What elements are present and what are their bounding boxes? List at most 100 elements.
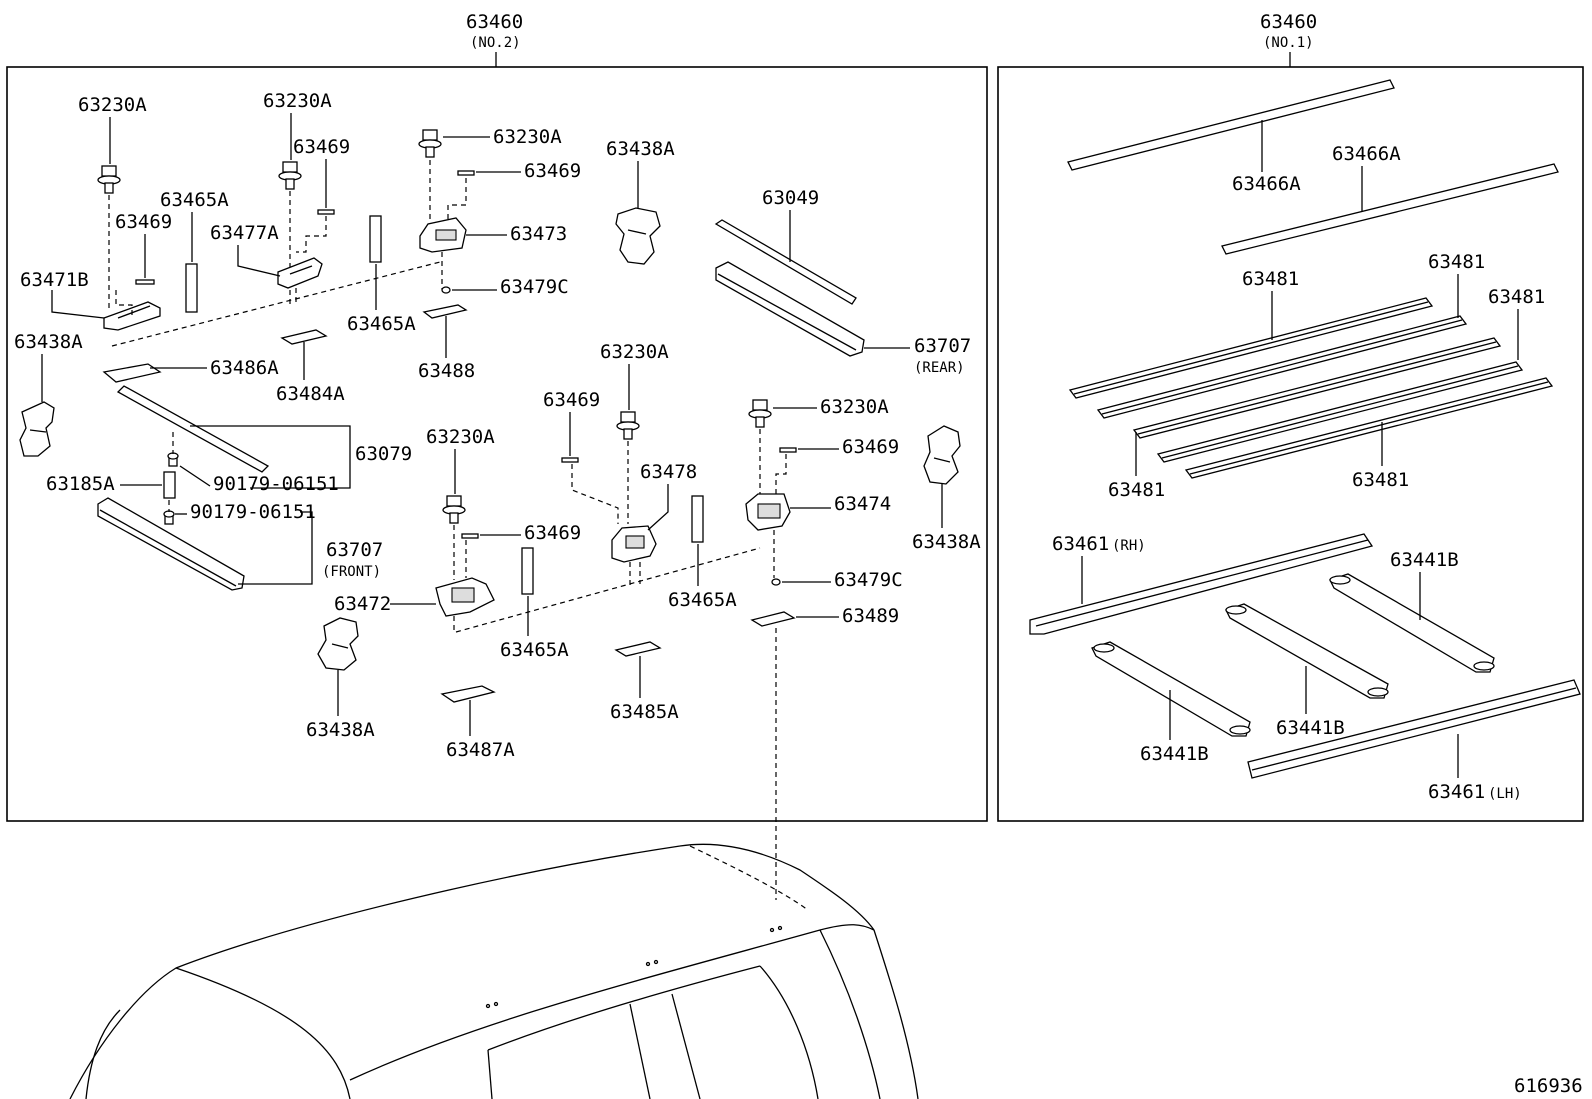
bracket-63478-icon bbox=[611, 525, 657, 563]
label-63472: 63472 bbox=[334, 593, 391, 615]
bolt-icon bbox=[418, 129, 442, 158]
connector-63438a-icon bbox=[923, 425, 961, 485]
bolt-icon bbox=[442, 495, 466, 524]
label-63707-front: 63707 bbox=[326, 539, 383, 561]
label-63488: 63488 bbox=[418, 360, 475, 382]
crossmember-63441b-icon bbox=[1225, 603, 1389, 699]
channel-63481-icon bbox=[1096, 315, 1468, 419]
label-63484a: 63484A bbox=[276, 383, 345, 405]
label-63466a: 63466A bbox=[1332, 143, 1401, 165]
label-63479c: 63479C bbox=[834, 569, 903, 591]
label-63461-lh: 63461 bbox=[1428, 781, 1485, 803]
frame-no2 bbox=[6, 66, 988, 822]
header-right-title: 63460 bbox=[1260, 11, 1317, 33]
clip-63469-icon bbox=[461, 533, 479, 539]
label-63486a: 63486A bbox=[210, 357, 279, 379]
side-rail-63461-rh-icon bbox=[1029, 533, 1374, 635]
pad-63484a-icon bbox=[280, 329, 328, 345]
pad-63485a-icon bbox=[614, 641, 662, 657]
label-63466a: 63466A bbox=[1232, 173, 1301, 195]
header-right-sub: (NO.1) bbox=[1263, 35, 1314, 51]
channel-63481-icon bbox=[1132, 337, 1502, 439]
label-63469: 63469 bbox=[524, 160, 581, 182]
label-63465a: 63465A bbox=[347, 313, 416, 335]
crossmember-63441b-icon bbox=[1091, 641, 1251, 737]
pad-63488-icon bbox=[422, 304, 468, 319]
label-63438a: 63438A bbox=[306, 719, 375, 741]
label-63465a: 63465A bbox=[160, 189, 229, 211]
pad-63487a-icon bbox=[440, 685, 496, 703]
label-rh: (RH) bbox=[1112, 538, 1146, 554]
label-lh: (LH) bbox=[1488, 786, 1522, 802]
label-90179: 90179-06151 bbox=[190, 501, 316, 523]
label-63049: 63049 bbox=[762, 187, 819, 209]
channel-63481-icon bbox=[1156, 361, 1524, 463]
label-63469: 63469 bbox=[115, 211, 172, 233]
label-63477a: 63477A bbox=[210, 222, 279, 244]
label-63441b: 63441B bbox=[1390, 549, 1459, 571]
label-63485a: 63485A bbox=[610, 701, 679, 723]
bracket-63185a-icon bbox=[163, 471, 176, 499]
bolt-icon bbox=[278, 161, 302, 190]
clip-63469-icon bbox=[317, 209, 335, 215]
label-63469: 63469 bbox=[842, 436, 899, 458]
clip-90179-icon bbox=[167, 452, 179, 467]
label-63707-rear: 63707 bbox=[914, 335, 971, 357]
label-63438a: 63438A bbox=[14, 331, 83, 353]
label-63438a: 63438A bbox=[606, 138, 675, 160]
label-rear: (REAR) bbox=[914, 360, 965, 376]
label-63479c: 63479C bbox=[500, 276, 569, 298]
bolt-icon bbox=[748, 399, 772, 428]
label-63441b: 63441B bbox=[1276, 717, 1345, 739]
label-63441b: 63441B bbox=[1140, 743, 1209, 765]
label-63481: 63481 bbox=[1428, 251, 1485, 273]
header-left-sub: (NO.2) bbox=[470, 35, 521, 51]
grommet-63479c-icon bbox=[771, 578, 781, 586]
label-63079: 63079 bbox=[355, 443, 412, 465]
clip-63469-icon bbox=[779, 447, 797, 453]
label-63481: 63481 bbox=[1488, 286, 1545, 308]
bracket-63474-icon bbox=[745, 493, 791, 531]
label-63230a: 63230A bbox=[493, 126, 562, 148]
clip-90179-icon bbox=[163, 510, 175, 525]
grommet-63479c-icon bbox=[441, 286, 451, 294]
strip-63465a-icon bbox=[369, 215, 382, 263]
label-63465a: 63465A bbox=[500, 639, 569, 661]
connector-63438a-icon bbox=[615, 207, 661, 265]
rail-63707-front-icon bbox=[97, 497, 245, 591]
strip-63466a-icon bbox=[1221, 163, 1559, 255]
clip-63469-icon bbox=[561, 457, 579, 463]
clip-63469-icon bbox=[457, 170, 475, 176]
strip-63465a-icon bbox=[521, 547, 534, 595]
label-front: (FRONT) bbox=[322, 564, 381, 580]
label-63230a: 63230A bbox=[78, 94, 147, 116]
bolt-icon bbox=[616, 411, 640, 440]
label-63461-rh: 63461 bbox=[1052, 533, 1109, 555]
label-63469: 63469 bbox=[543, 389, 600, 411]
strip-63079-icon bbox=[116, 385, 270, 473]
label-63481: 63481 bbox=[1242, 268, 1299, 290]
label-63230a: 63230A bbox=[263, 90, 332, 112]
label-63481: 63481 bbox=[1352, 469, 1409, 491]
strip-63049-icon bbox=[714, 219, 857, 305]
label-63469: 63469 bbox=[293, 136, 350, 158]
label-63474: 63474 bbox=[834, 493, 891, 515]
side-rail-63461-lh-icon bbox=[1247, 679, 1581, 779]
label-63489: 63489 bbox=[842, 605, 899, 627]
channel-63481-icon bbox=[1068, 297, 1434, 399]
header-left-title: 63460 bbox=[466, 11, 523, 33]
label-63481: 63481 bbox=[1108, 479, 1165, 501]
label-63438a: 63438A bbox=[912, 531, 981, 553]
strip-63466a-icon bbox=[1067, 79, 1395, 171]
connector-63438a-icon bbox=[19, 401, 55, 457]
clip-63469-icon bbox=[135, 279, 155, 285]
label-63465a: 63465A bbox=[668, 589, 737, 611]
label-63185a: 63185A bbox=[46, 473, 115, 495]
channel-63481-icon bbox=[1184, 377, 1554, 479]
label-63473: 63473 bbox=[510, 223, 567, 245]
connector-63438a-icon bbox=[317, 617, 359, 671]
label-63471b: 63471B bbox=[20, 269, 89, 291]
label-63230a: 63230A bbox=[820, 396, 889, 418]
vehicle-roof-outline bbox=[69, 843, 919, 1099]
